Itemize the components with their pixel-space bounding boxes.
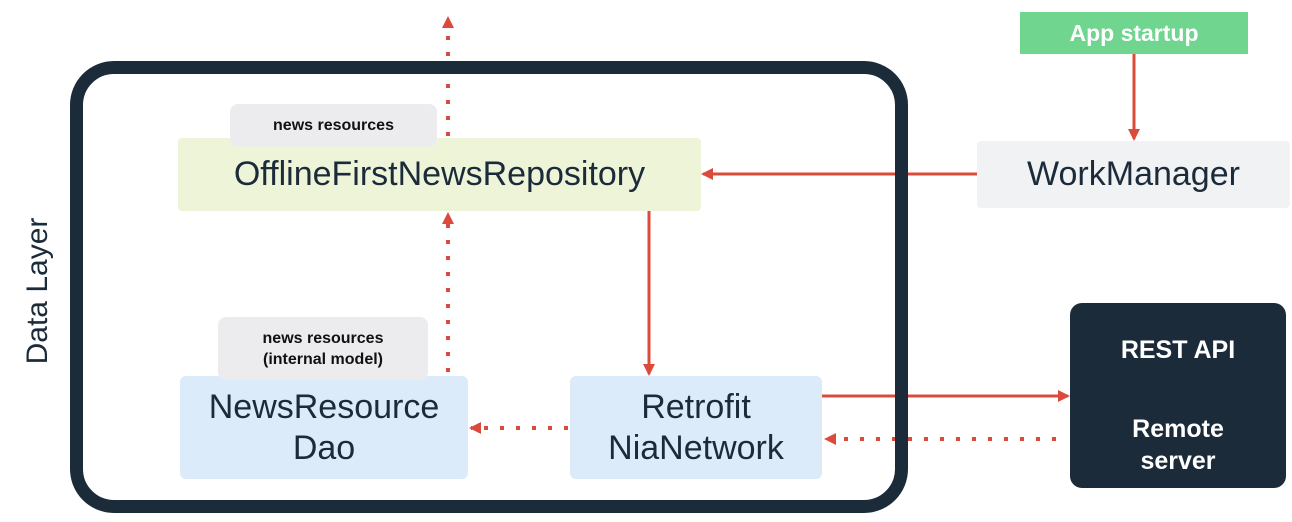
- workmanager-box: WorkManager: [977, 141, 1290, 208]
- internal-model-chip-line2: (internal model): [262, 350, 383, 368]
- rest-api-label: REST API: [1120, 336, 1236, 364]
- news-resources-chip: news resources: [230, 104, 437, 147]
- retrofit-network-box: Retrofit NiaNetwork: [570, 376, 822, 479]
- app-startup-box: App startup: [1020, 12, 1248, 54]
- internal-model-chip: news resources (internal model): [218, 317, 428, 380]
- network-label-line1: Retrofit: [641, 387, 751, 426]
- remote-server-line2: server: [1140, 447, 1216, 475]
- data-layer-label: Data Layer: [21, 217, 54, 365]
- remote-server-line1: Remote: [1132, 415, 1224, 443]
- internal-model-chip-line1: news resources: [262, 329, 384, 347]
- dao-label-line1: NewsResource: [208, 387, 440, 426]
- remote-server-box: REST API Remote server: [1070, 303, 1286, 488]
- repository-box: OfflineFirstNewsRepository: [178, 138, 701, 211]
- dao-label-line2: Dao: [292, 428, 356, 467]
- news-resource-dao-box: NewsResource Dao: [180, 376, 468, 479]
- remote-server-label: Remote server: [1070, 413, 1286, 477]
- network-label-line2: NiaNetwork: [608, 428, 784, 467]
- data-layer-frame: [70, 61, 908, 513]
